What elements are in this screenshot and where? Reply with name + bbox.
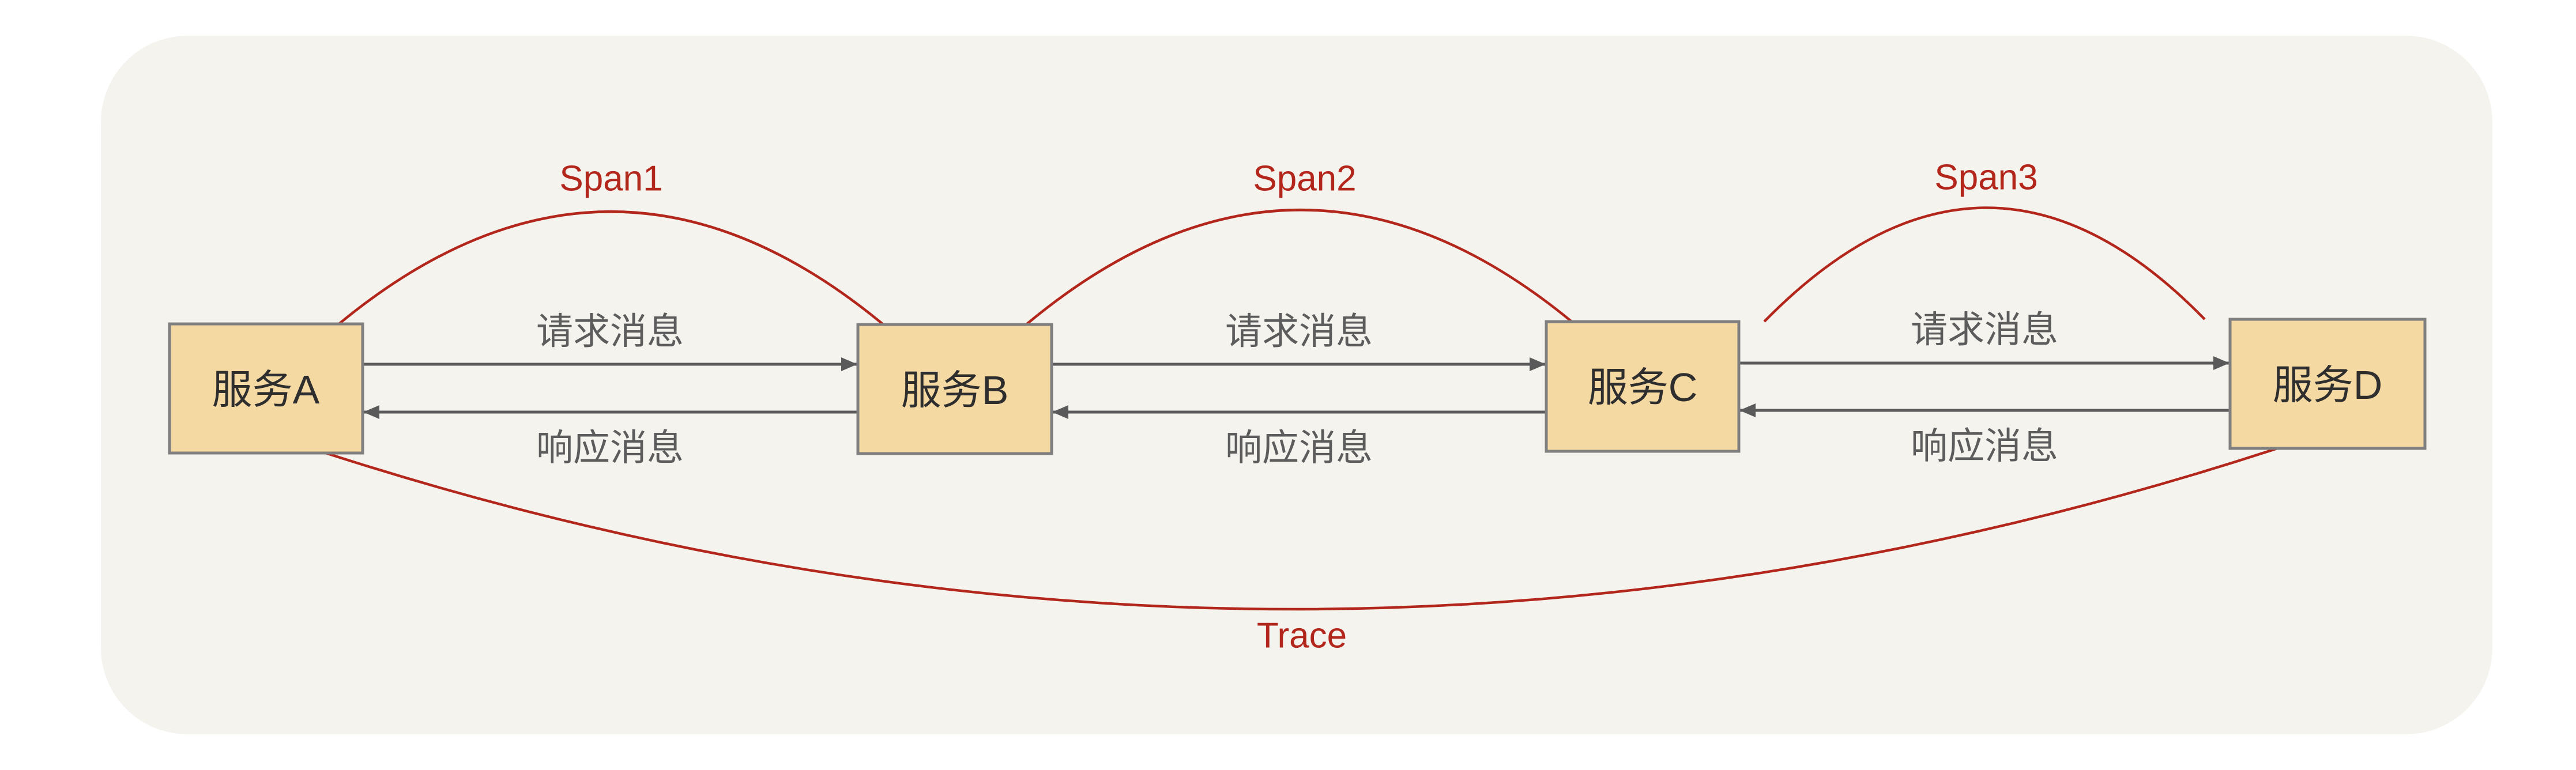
diagram-panel xyxy=(101,36,2492,734)
response-label-b-c: 响应消息 xyxy=(1225,427,1373,469)
response-label-a-b: 响应消息 xyxy=(536,427,684,469)
span1-label: Span1 xyxy=(559,159,662,199)
span2-label: Span2 xyxy=(1253,159,1356,199)
response-label-c-d: 响应消息 xyxy=(1911,425,2058,467)
span2-arc xyxy=(1025,209,1573,326)
service-d-box xyxy=(2228,318,2427,450)
request-label-a-b: 请求消息 xyxy=(536,311,684,352)
service-b-box xyxy=(856,323,1053,455)
span3-label: Span3 xyxy=(1934,158,2038,198)
trace-label: Trace xyxy=(1257,616,1347,656)
service-a-label: 服务A xyxy=(212,367,320,412)
span1-arc xyxy=(338,210,884,326)
service-d-label: 服务D xyxy=(2273,363,2383,407)
service-c-label: 服务C xyxy=(1588,365,1698,410)
request-label-b-c: 请求消息 xyxy=(1225,311,1373,352)
service-c-box xyxy=(1545,320,1741,453)
service-a-box xyxy=(168,322,364,455)
request-label-c-d: 请求消息 xyxy=(1911,309,2058,350)
trace-arc xyxy=(325,447,2278,611)
span3-arc xyxy=(1763,206,2206,323)
service-b-label: 服务B xyxy=(901,368,1009,413)
